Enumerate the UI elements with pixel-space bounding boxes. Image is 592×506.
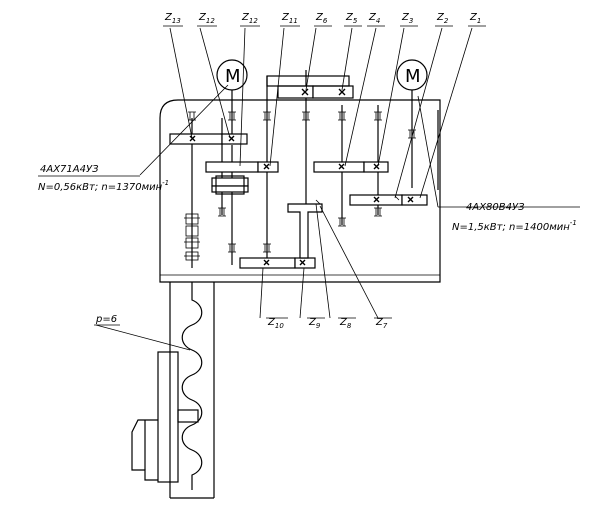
label-z8: Z8	[339, 317, 352, 330]
label-z3: Z3	[401, 12, 413, 25]
tool-carriage	[131, 351, 199, 483]
gear-pair-bottom	[239, 257, 316, 269]
clutch-block	[211, 175, 249, 195]
label-z1: Z1	[469, 12, 481, 25]
label-z2: Z2	[436, 12, 449, 25]
gear-labels-top: Z13 Z12 Z12 Z11 Z6 Z5 Z4 Z3 Z2 Z1	[163, 12, 486, 27]
gear-pair-z11	[205, 161, 279, 173]
gear-labels-bottom: Z10 Z9 Z8 Z7	[266, 317, 392, 330]
bearings	[188, 111, 416, 253]
label-z5: Z5	[345, 12, 358, 25]
label-z9: Z9	[308, 317, 321, 330]
label-z12: Z12	[198, 12, 215, 25]
label-z11: Z11	[281, 12, 298, 25]
screw-pitch-annotation: p=6	[94, 314, 120, 326]
gear-pair-z13	[169, 133, 248, 145]
gear-pair-z2-z1	[349, 194, 428, 206]
left-spline-shaft	[184, 213, 200, 261]
gear-pair-z4-z3	[313, 161, 389, 173]
motor-left: M	[216, 59, 248, 140]
label-z7: Z7	[375, 317, 388, 330]
gear-pair-top	[266, 75, 354, 99]
motor-right-symbol: M	[405, 66, 421, 87]
gearbox-housing	[159, 99, 441, 283]
motor-left-spec: N=0,56кВт; n=1370мин-1	[38, 179, 169, 193]
motor-right: M	[396, 59, 428, 188]
label-z13: Z13	[164, 12, 181, 25]
screw-pitch-label: p=6	[95, 314, 117, 325]
label-z4: Z4	[368, 12, 380, 25]
t-shaft	[287, 199, 323, 259]
label-z10: Z10	[267, 317, 284, 330]
motor-right-model: 4АХ80В4УЗ	[466, 202, 525, 213]
motor-right-spec: N=1,5кВт; n=1400мин-1	[452, 219, 577, 233]
label-z12b: Z12	[241, 12, 258, 25]
label-z6: Z6	[315, 12, 328, 25]
motor-right-annotation: 4АХ80В4УЗ N=1,5кВт; n=1400мин-1	[438, 202, 580, 233]
lead-screw	[181, 282, 203, 490]
screw-column	[169, 282, 215, 499]
motor-left-symbol: M	[225, 66, 241, 87]
motor-left-annotation: 4АХ71А4УЗ N=0,56кВт; n=1370мин-1	[38, 164, 169, 193]
leader-lines	[95, 27, 473, 351]
motor-left-model: 4АХ71А4УЗ	[40, 164, 99, 175]
